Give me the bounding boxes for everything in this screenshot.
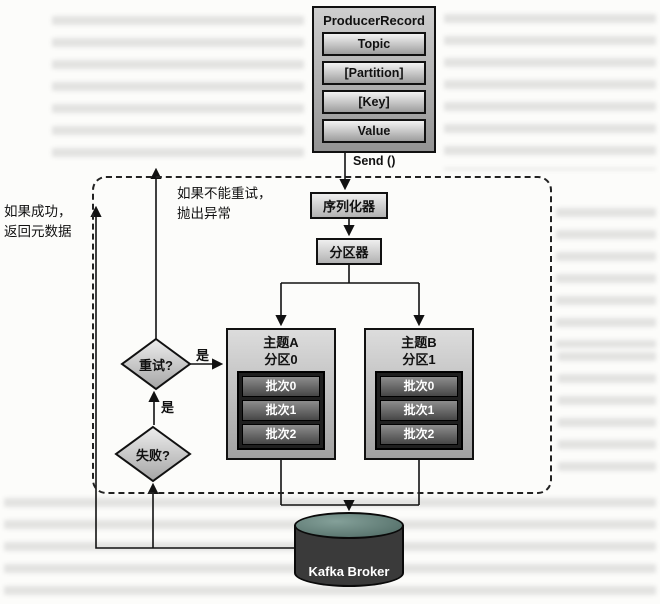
producer-record-title: ProducerRecord	[323, 13, 425, 28]
batch-row: 批次2	[242, 424, 320, 445]
topic-a-name: 主题A	[263, 335, 299, 350]
producer-record-field-key: [Key]	[322, 90, 426, 114]
kafka-broker-cylinder: Kafka Broker	[294, 512, 404, 588]
producer-record-field-partition: [Partition]	[322, 61, 426, 85]
topic-a-partition: 分区0	[264, 352, 298, 367]
exception-annotation-line2: 抛出异常	[177, 206, 231, 221]
producer-boundary-box	[92, 176, 552, 494]
exception-annotation-line1: 如果不能重试，	[177, 186, 272, 201]
topic-a-box: 主题A 分区0 批次0 批次1 批次2	[226, 328, 336, 460]
batch-row: 批次0	[242, 376, 320, 397]
background-page-text	[52, 16, 304, 158]
producer-record-box: ProducerRecord Topic [Partition] [Key] V…	[312, 6, 436, 153]
batch-row: 批次2	[380, 424, 458, 445]
send-label: Send ()	[353, 154, 396, 168]
success-annotation-line1: 如果成功，	[4, 204, 72, 219]
yes-label-retry: 是	[196, 348, 210, 363]
broker-cylinder-top	[294, 512, 404, 539]
background-page-text	[556, 208, 656, 348]
background-page-text	[444, 14, 656, 170]
topic-b-box: 主题B 分区1 批次0 批次1 批次2	[364, 328, 474, 460]
exception-annotation: 如果不能重试， 抛出异常	[177, 184, 272, 224]
background-page-text	[558, 352, 656, 482]
partitioner-node: 分区器	[316, 238, 382, 265]
yes-label-fail: 是	[161, 400, 175, 415]
topic-b-batches: 批次0 批次1 批次2	[375, 371, 463, 450]
producer-record-field-topic: Topic	[322, 32, 426, 56]
success-annotation: 如果成功， 返回元数据	[4, 202, 72, 242]
serializer-node: 序列化器	[310, 192, 388, 219]
producer-record-field-value: Value	[322, 119, 426, 143]
retry-decision-label: 重试?	[139, 357, 173, 373]
batch-row: 批次1	[380, 400, 458, 421]
fail-decision-label: 失败?	[136, 447, 170, 463]
topic-b-name: 主题B	[401, 335, 437, 350]
broker-label: Kafka Broker	[308, 564, 390, 579]
batch-row: 批次1	[242, 400, 320, 421]
success-annotation-line2: 返回元数据	[4, 224, 72, 239]
topic-a-batches: 批次0 批次1 批次2	[237, 371, 325, 450]
batch-row: 批次0	[380, 376, 458, 397]
topic-b-partition: 分区1	[402, 352, 436, 367]
